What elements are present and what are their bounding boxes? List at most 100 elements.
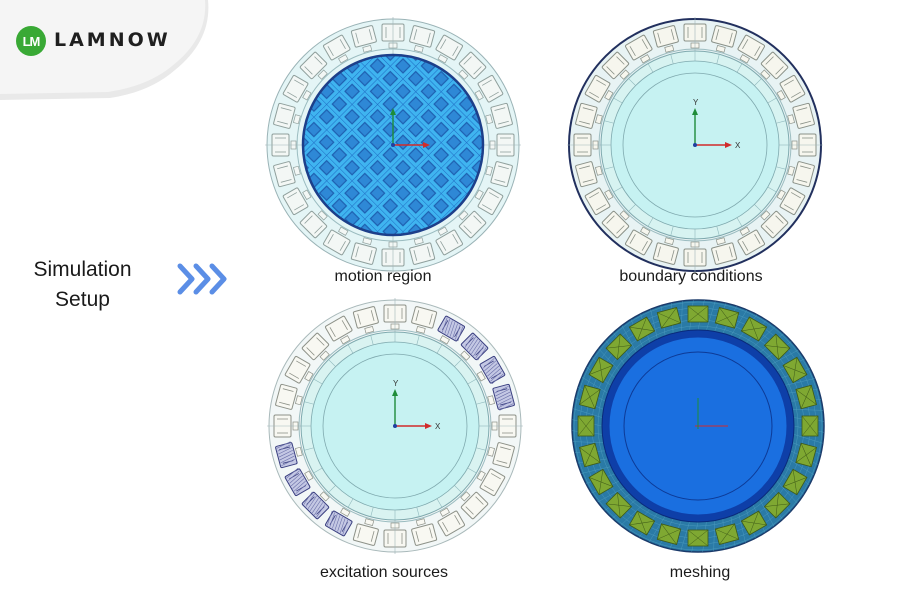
rotor-inner-ring — [322, 353, 468, 499]
rotor-gap-mark — [436, 498, 443, 508]
rotor-gap-mark — [476, 447, 486, 451]
stator-slot — [787, 102, 815, 129]
mesh-coil-slot — [763, 333, 791, 361]
stator-slot — [776, 187, 806, 215]
stator-slot — [787, 161, 815, 188]
motion-region-figure — [263, 15, 523, 275]
y-axis-head — [692, 108, 698, 115]
mesh-coil-slot — [628, 510, 656, 536]
stator-slot — [352, 518, 379, 546]
stator-slot — [476, 356, 506, 385]
stator-slot — [575, 161, 603, 188]
x-axis-head — [425, 423, 432, 429]
rotor-gap-mark — [347, 498, 354, 508]
rotor-gap-mark — [304, 447, 314, 451]
rotor-gap-mark — [347, 344, 354, 354]
rotor-gap-mark — [613, 97, 623, 104]
rotor-gap-mark — [328, 359, 336, 367]
rotor-gap-mark — [416, 507, 420, 517]
rotor-gap-mark — [476, 401, 486, 405]
stator-slot — [275, 441, 303, 469]
stator-slot — [760, 51, 789, 80]
mesh-coil-slot — [588, 468, 614, 496]
caption-motion-region: motion region — [334, 268, 432, 285]
origin-dot — [693, 143, 697, 147]
stator-slot — [299, 210, 328, 239]
stator-slot — [411, 518, 438, 546]
stator-slot — [299, 51, 328, 80]
logo-tab: LM LAMNOW — [0, 0, 215, 100]
mesh-coil-slot — [782, 356, 808, 384]
stator-slot — [301, 491, 330, 520]
y-axis-head — [392, 389, 398, 396]
rotor-gap-mark — [776, 166, 786, 170]
boundary-conditions-drawing: YX — [567, 17, 823, 273]
section-title-line2: Setup — [55, 288, 110, 311]
mesh-coil-slot — [687, 529, 709, 547]
logo-mark-icon: LM — [16, 26, 46, 56]
rotor-gap-mark — [628, 78, 636, 86]
coordinate-axes — [390, 108, 430, 148]
stator-slot — [325, 507, 353, 537]
rotor-gap-mark — [604, 120, 614, 124]
rotor-gap-mark — [716, 54, 720, 64]
stator-slot — [460, 491, 489, 520]
rotor-gap-mark — [613, 186, 623, 193]
stator-slot — [711, 237, 738, 265]
caption-excitation-sources: excitation sources — [319, 564, 449, 581]
rotor-gap-mark — [467, 378, 477, 385]
mesh-coil-slot — [740, 510, 768, 536]
rotor-gap-mark — [467, 467, 477, 474]
rotor-gap-mark — [754, 78, 762, 86]
logo-text: LAMNOW — [54, 29, 171, 51]
origin-dot — [391, 143, 395, 147]
stator-slot — [625, 34, 653, 64]
rotor-gap-mark — [736, 63, 743, 73]
stator-slot — [437, 507, 465, 537]
stator-slot — [625, 226, 653, 256]
mesh-coil-slot — [656, 523, 682, 545]
stator-slot — [458, 210, 487, 239]
rotor-gap-mark — [436, 344, 443, 354]
meshing-drawing — [571, 299, 825, 553]
mesh-coil-slot — [795, 384, 817, 410]
coordinate-axes: YX — [692, 98, 741, 150]
stator-slot — [411, 306, 438, 334]
mesh-coil-slot — [740, 316, 768, 342]
mesh-coil-slot — [605, 491, 633, 519]
mesh-rotor-ring — [623, 351, 773, 501]
y-axis-head — [390, 108, 396, 115]
stator-slot — [350, 25, 377, 53]
rotor-gap-mark — [370, 507, 374, 517]
stator-slot — [323, 34, 351, 64]
rotor-gap-mark — [313, 378, 323, 385]
stator-slot — [776, 75, 806, 103]
stator-slot — [435, 34, 463, 64]
stator-slot — [284, 467, 314, 496]
rotor-gap-mark — [313, 467, 323, 474]
stator-slot — [325, 315, 353, 345]
stator-slot — [487, 442, 515, 469]
rotor-inner-ring — [622, 72, 768, 218]
stator-slot — [711, 25, 738, 53]
section-title: Simulation Setup — [10, 255, 155, 315]
mesh-coil-slot — [801, 415, 819, 437]
mesh-coil-slot — [656, 307, 682, 329]
rotor-gap-mark — [767, 97, 777, 104]
stator-slot — [737, 226, 765, 256]
stator-slot — [284, 356, 314, 384]
stator-slot — [460, 332, 489, 361]
mesh-coil-slot — [795, 442, 817, 468]
x-axis-label: X — [435, 422, 441, 431]
stator-slot — [487, 383, 515, 411]
meshing-figure — [568, 296, 828, 556]
caption-meshing: meshing — [669, 564, 731, 581]
section-title-line1: Simulation — [33, 258, 132, 281]
stator-slot — [350, 237, 377, 265]
stator-slot — [323, 226, 351, 256]
logo-tab-background — [0, 0, 209, 100]
rotor-gap-mark — [736, 217, 743, 227]
mesh-coil-slot — [579, 442, 601, 468]
